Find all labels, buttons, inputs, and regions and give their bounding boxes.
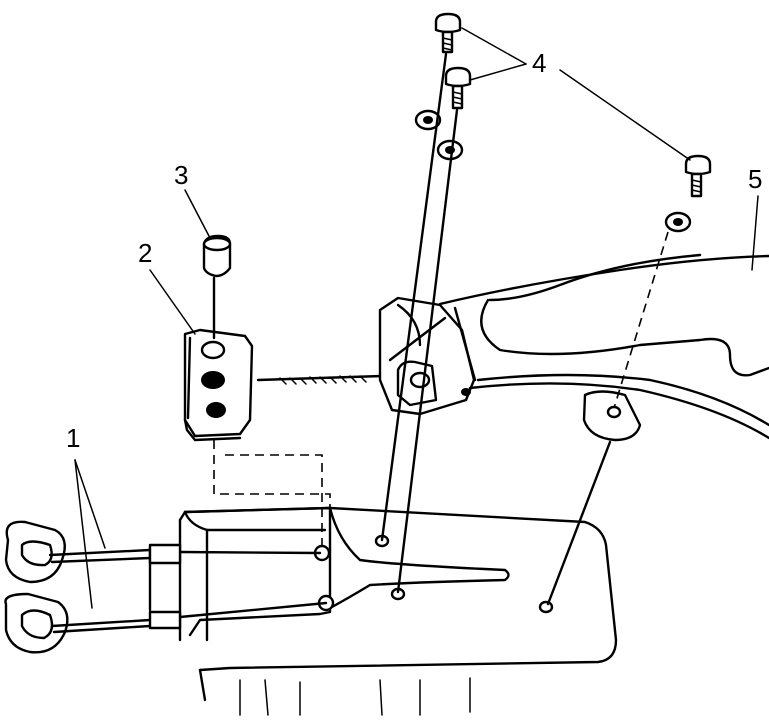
callout-3: 3 (174, 160, 188, 190)
washer (436, 139, 464, 161)
mount-hole (538, 600, 554, 614)
connector-block (183, 328, 254, 442)
callout-2: 2 (138, 238, 152, 268)
callout-4: 4 (532, 48, 546, 78)
washer (414, 109, 442, 131)
cable-guide-bracket (148, 506, 335, 642)
callout-leaders (74, 27, 759, 609)
bolt-upper-left (434, 12, 462, 54)
callout-1: 1 (66, 423, 80, 453)
trim-panel (438, 253, 769, 442)
bolt-right (684, 154, 712, 198)
washer (664, 211, 692, 233)
release-cable-upper (4, 520, 322, 584)
latch-assembly (256, 296, 476, 416)
assembly-guide-lines (213, 52, 669, 606)
release-cable-lower (4, 592, 328, 654)
callout-5: 5 (748, 164, 762, 194)
cap (202, 234, 232, 340)
bolt-upper-right (444, 66, 472, 110)
